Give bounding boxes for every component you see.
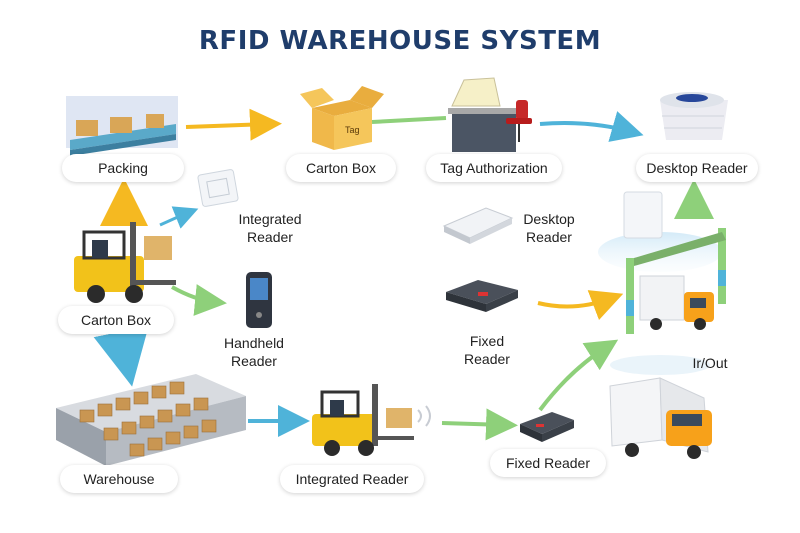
desktop-reader-mid-illustration — [442, 207, 514, 244]
label-integrated-reader-top: Integrated Reader — [222, 210, 318, 246]
label-fixed-reader-bottom: Fixed Reader — [490, 449, 606, 477]
forklift-left-illustration — [74, 222, 176, 303]
integrated-reader-card-illustration — [197, 169, 239, 207]
arrow-fixed-to-trucks — [538, 339, 619, 412]
label-desktop-reader-mid-line2: Reader — [526, 229, 572, 245]
label-fixed-reader-mid-line2: Reader — [464, 351, 510, 367]
label-desktop-reader-mid: Desktop Reader — [504, 210, 594, 246]
label-handheld-reader-line1: Handheld — [224, 335, 284, 351]
fixed-reader-bottom-illustration — [520, 412, 574, 442]
arrow-fixed-reader-to-gate — [537, 290, 624, 321]
diagram-title: RFID WAREHOUSE SYSTEM — [198, 26, 602, 56]
label-desktop-reader-mid-line1: Desktop — [523, 211, 575, 227]
label-fixed-reader-mid: Fixed Reader — [444, 332, 530, 368]
label-integrated-reader-bottom: Integrated Reader — [280, 465, 424, 493]
label-fixed-reader-mid-line1: Fixed — [469, 333, 505, 349]
gate-truck-illustration — [598, 191, 726, 334]
box-tag-text: Tag — [345, 125, 360, 135]
label-handheld-reader-line2: Reader — [231, 353, 277, 369]
desktop-reader-top-illustration — [660, 92, 728, 140]
arrow-forklift-to-fixed — [441, 408, 518, 441]
carton-box-illustration: Tag — [300, 86, 384, 150]
arrow-forklift-to-integrated — [159, 206, 199, 229]
packing-conveyor-illustration — [66, 96, 178, 156]
handheld-reader-illustration — [246, 272, 272, 328]
label-integrated-reader-top-line1: Integrated — [238, 211, 302, 227]
tag-authorization-illustration — [448, 77, 532, 152]
label-integrated-reader-top-line2: Reader — [247, 229, 293, 245]
label-carton-box-top: Carton Box — [286, 154, 396, 182]
arrow-forklift-to-handheld — [171, 284, 227, 316]
label-in-out: Ir/Out — [692, 355, 728, 371]
label-warehouse: Warehouse — [60, 465, 178, 493]
arrow-carton-to-tag — [371, 116, 447, 124]
label-tag-authorization: Tag Authorization — [426, 154, 562, 182]
fixed-reader-mid-illustration — [446, 280, 518, 312]
arrows — [93, 108, 714, 441]
truck-bottom-illustration — [609, 355, 712, 459]
warehouse-illustration — [56, 374, 246, 466]
label-carton-box-left: Carton Box — [58, 306, 174, 334]
label-packing: Packing — [62, 154, 184, 182]
label-handheld-reader: Handheld Reader — [206, 334, 302, 370]
label-desktop-reader-top: Desktop Reader — [636, 154, 758, 182]
arrow-tag-to-desktop — [539, 111, 644, 142]
arrow-packing-to-carton — [185, 108, 282, 141]
arrow-carton-to-warehouse — [93, 326, 149, 387]
forklift-bottom-illustration — [312, 384, 431, 456]
